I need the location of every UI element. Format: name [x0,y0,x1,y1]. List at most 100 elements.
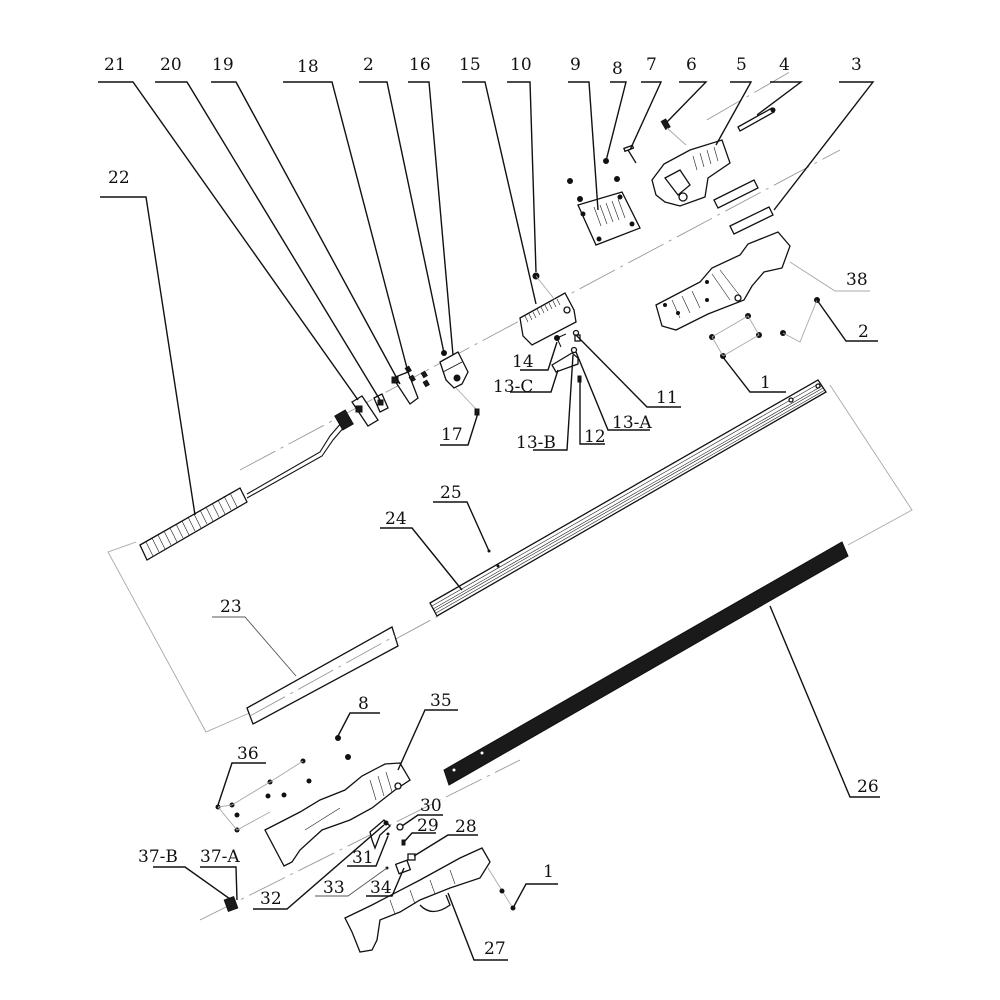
part-21-connector-housing [351,395,379,427]
part-10-guide [535,275,556,301]
leader-8 [605,81,627,162]
leader-21 [98,81,359,401]
part-19-switch [391,371,419,405]
callout-25: 25 [440,483,462,503]
part-23-centerline [249,635,396,717]
callout-14: 14 [512,352,534,372]
leader-27 [447,892,508,961]
callout-8-lower: 8 [358,694,369,714]
leader-7 [629,81,663,151]
part-34-plate [394,859,412,875]
callout-10: 10 [510,55,532,75]
callout-30: 30 [420,796,442,816]
leader-11 [575,334,681,408]
part-7-screw [623,144,637,164]
callout-15: 15 [459,55,481,75]
callout-33: 33 [323,878,345,898]
leader-13c [510,369,559,393]
callout-24: 24 [385,509,407,529]
callout-2-right: 2 [858,322,869,342]
callout-38: 38 [846,270,868,290]
callout-28: 28 [455,817,477,837]
leader-25 [433,501,490,552]
callout-11: 11 [656,388,678,408]
callout-17: 17 [441,425,463,445]
part-31-pin [386,832,390,836]
callout-8-top: 8 [612,59,623,79]
callout-16: 16 [409,55,431,75]
leader-10 [507,81,537,273]
part-32-trigger-lever [369,819,391,850]
leader-33 [315,867,388,897]
leader-12 [579,378,605,445]
part-29-spring [401,839,406,846]
callout-4: 4 [779,55,790,75]
callout-23: 23 [220,597,242,617]
leader-22 [100,196,196,516]
leader-15 [462,81,537,305]
part-6-fastener [660,118,687,146]
leader-32 [253,824,385,910]
leader-19 [211,81,401,385]
part-13-bracket [551,346,579,373]
callout-1-upper: 1 [760,373,771,393]
part-1-screws-lower [487,867,516,911]
leader-30 [401,814,443,827]
top-centerline [706,69,794,121]
leader-20 [155,81,381,401]
leader-5 [715,81,753,146]
part-5-top-housing [651,139,731,207]
leader-38 [789,261,870,292]
leader-1b [512,883,558,909]
callout-22: 22 [108,168,130,188]
leader-2 [359,81,445,354]
callout-29: 29 [417,816,439,836]
callout-labels: 21 20 19 18 2 16 15 10 9 8 7 6 5 4 3 22 … [104,55,879,959]
leader-8b [337,712,380,737]
part-8-screws-lower [335,735,351,760]
callout-34: 34 [370,878,392,898]
callout-27: 27 [484,939,506,959]
leader-16 [408,81,454,356]
callout-19: 19 [212,55,234,75]
part-38-handle-housing [655,231,791,331]
part-27-housing-right [344,847,491,953]
callout-13-b: 13-B [516,433,556,453]
callout-3: 3 [851,55,862,75]
return-path-left [107,541,271,733]
part-strip-plate [713,179,759,209]
part-1-part-2-screws-upper-right [709,297,820,359]
callout-37-a: 37-A [200,847,240,867]
leader-13b [533,354,574,451]
part-22-coiled-cord [139,409,354,561]
part-37-connector [223,896,239,912]
part-3-plate [729,206,774,235]
part-14-spring-clip [554,333,567,348]
callout-9: 9 [570,55,581,75]
leader-29 [403,832,436,843]
callout-1-lower: 1 [543,862,554,882]
callout-6: 6 [686,55,697,75]
leader-14 [520,341,558,371]
lower-centerline [199,759,521,921]
part-26-lower-rail [443,541,849,786]
leader-31 [347,835,389,867]
part-17-pin [455,387,480,416]
part-16-motor-block [439,351,469,389]
leader-37a [200,866,238,901]
callout-35: 35 [430,691,452,711]
callout-21: 21 [104,55,126,75]
part-30-washer [396,823,404,831]
callout-26: 26 [857,777,879,797]
callout-18: 18 [297,57,319,77]
leader-18 [283,81,409,373]
leader-28 [413,834,478,857]
part-24-upper-rail [429,379,827,617]
part-20-clip [373,393,389,413]
return-path-right [829,384,913,546]
callout-13-c: 13-C [493,377,533,397]
part-35-housing-left [264,762,411,867]
leader-36 [217,762,266,806]
callout-37-b: 37-B [138,847,178,867]
callout-2-top: 2 [363,55,374,75]
